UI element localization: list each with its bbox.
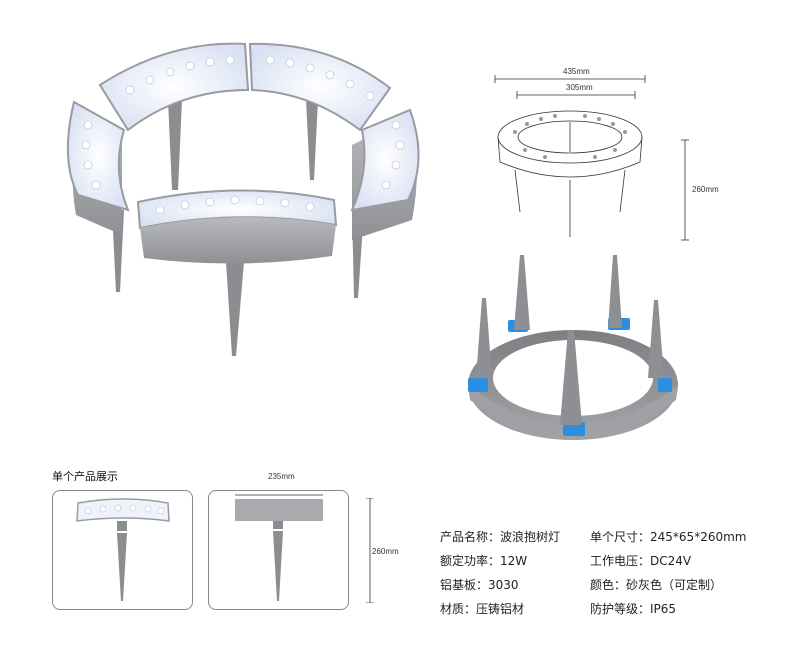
- spec-value: 砂灰色（可定制）: [626, 578, 723, 592]
- single-product-card-front: [52, 490, 193, 610]
- dim-single-height: 260mm: [372, 547, 399, 556]
- dim-outer-width: 435mm: [563, 67, 590, 76]
- dimension-drawing: [494, 75, 689, 241]
- spec-name: 产品名称：波浪抱树灯: [440, 528, 560, 545]
- single-lamp-front: [76, 498, 170, 601]
- dim-single-height-line: [366, 498, 374, 603]
- spec-power: 额定功率：12W: [440, 552, 527, 569]
- spec-label: 额定功率：: [440, 554, 501, 568]
- spec-label: 颜色：: [590, 578, 627, 592]
- spec-value: 3030: [488, 578, 519, 592]
- dim-height: 260mm: [692, 185, 719, 194]
- spec-voltage: 工作电压：DC24V: [590, 552, 691, 569]
- main-product-photo: [66, 42, 420, 356]
- spec-protection: 防护等级：IP65: [590, 600, 676, 617]
- spec-board: 铝基板：3030: [440, 576, 519, 593]
- spec-value: 压铸铝材: [476, 602, 525, 616]
- spec-label: 材质：: [440, 602, 477, 616]
- spec-label: 产品名称：: [440, 530, 501, 544]
- dim-inner-width: 305mm: [566, 83, 593, 92]
- single-lamp-side: [235, 494, 323, 601]
- spec-value: 12W: [500, 554, 528, 568]
- dim-single-width: 235mm: [268, 472, 295, 481]
- spec-label: 防护等级：: [590, 602, 651, 616]
- spec-size: 单个尺寸：245*65*260mm: [590, 528, 746, 545]
- spec-label: 铝基板：: [440, 578, 489, 592]
- spec-value: IP65: [650, 602, 677, 616]
- bottom-view-photo: [468, 255, 678, 440]
- spec-label: 工作电压：: [590, 554, 651, 568]
- spec-material: 材质：压铸铝材: [440, 600, 524, 617]
- spec-value: DC24V: [650, 554, 692, 568]
- spec-color: 颜色：砂灰色（可定制）: [590, 576, 722, 593]
- spec-value: 波浪抱树灯: [500, 530, 561, 544]
- led-dots: [81, 55, 405, 215]
- section-title: 单个产品展示: [52, 470, 118, 483]
- single-product-card-side: [208, 490, 349, 610]
- spec-label: 单个尺寸：: [590, 530, 651, 544]
- spec-value: 245*65*260mm: [650, 530, 747, 544]
